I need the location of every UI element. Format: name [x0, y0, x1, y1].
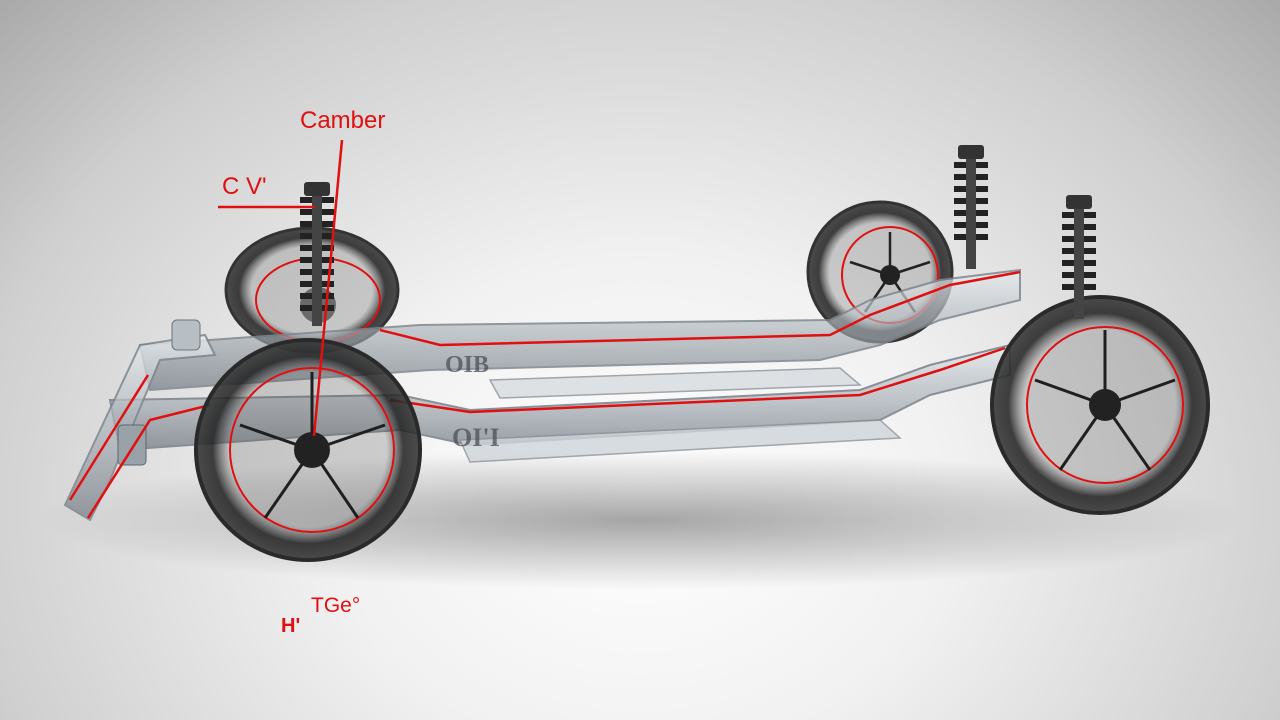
front-right-wheel [194, 338, 422, 562]
rear-left-spring [954, 145, 988, 269]
cv-label: C V' [222, 173, 267, 200]
annotation-guides [218, 139, 344, 437]
front-spring [300, 182, 334, 326]
rail-marking-upper: OIB [445, 352, 489, 378]
rear-right-wheel [990, 295, 1210, 515]
frame-outline-lines [68, 270, 1021, 519]
rear-right-spring [1062, 195, 1096, 319]
camber-guide-line [312, 139, 344, 437]
toe-label: TGe° [311, 594, 361, 617]
camber-label: Camber [300, 107, 386, 134]
toe-prefix-label: H' [281, 615, 301, 637]
rail-marking-lower: OI'I [452, 423, 500, 452]
